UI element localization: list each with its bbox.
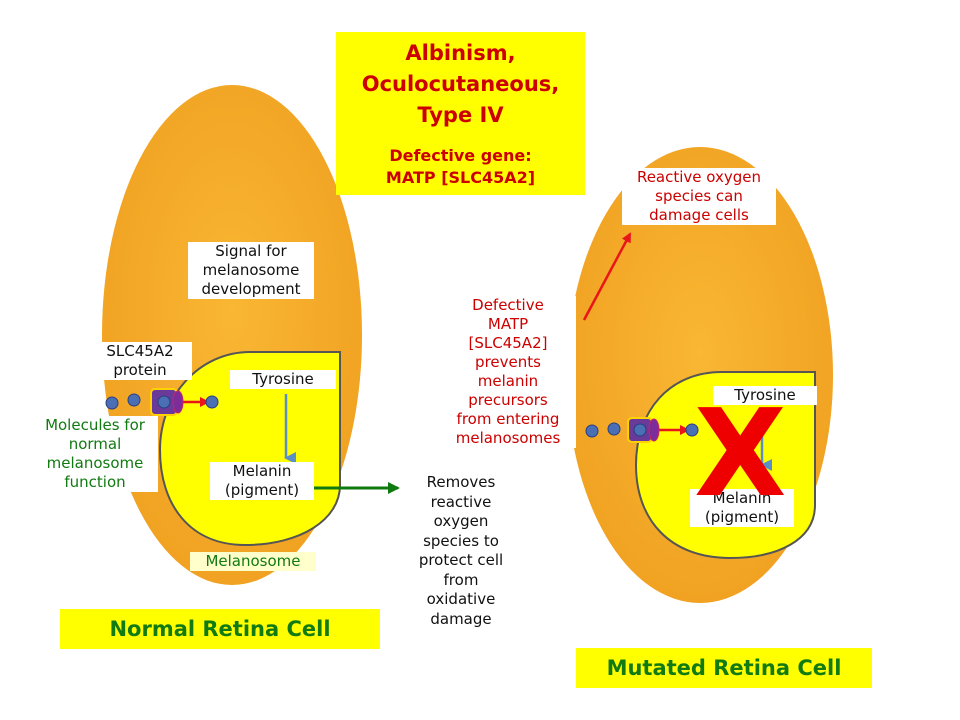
- normal-cell-title: Normal Retina Cell: [60, 609, 380, 649]
- title-line-3: Type IV: [417, 103, 504, 127]
- title-line-2: Oculocutaneous,: [361, 72, 560, 96]
- molecule-icon: [607, 422, 621, 436]
- ros-arrow: [582, 232, 632, 321]
- transporter-channel-icon: [648, 418, 660, 442]
- melanin-label: Melanin (pigment): [210, 462, 314, 500]
- removes-label: Removes reactive oxygen species to prote…: [402, 473, 520, 629]
- tyrosine-label: Tyrosine: [230, 370, 336, 389]
- blocked-x-icon: X: [694, 385, 787, 524]
- mutated-cell-title: Mutated Retina Cell: [576, 648, 872, 688]
- melanosome-label: Melanosome: [190, 552, 316, 571]
- title-line-1: Albinism,: [405, 41, 516, 65]
- molecule-icon: [685, 423, 699, 437]
- molecule-icon: [633, 423, 647, 437]
- molecule-icon: [585, 424, 599, 438]
- title-box: Albinism, Oculocutaneous, Type IV Defect…: [336, 32, 585, 195]
- molecule-icon: [205, 395, 219, 409]
- normal-transporter-group: [105, 388, 219, 416]
- defect-label: Defective MATP [SLC45A2] prevents melani…: [440, 296, 576, 448]
- ros-label: Reactive oxygen species can damage cells: [622, 168, 776, 225]
- gene-name: MATP [SLC45A2]: [385, 168, 536, 187]
- molecule-icon: [105, 396, 119, 410]
- signal-label: Signal for melanosome development: [188, 242, 314, 299]
- molecule-icon: [127, 393, 141, 407]
- gene-label: Defective gene:: [389, 146, 532, 165]
- mutated-transporter-group: [585, 417, 699, 443]
- transporter-channel-icon: [172, 390, 184, 414]
- mutated-tyrosine-label: Tyrosine: [713, 386, 817, 405]
- mutated-melanin-label: Melanin (pigment): [690, 489, 794, 527]
- protein-label: SLC45A2 protein: [88, 342, 192, 380]
- molecule-icon: [157, 395, 171, 409]
- molecules-label: Molecules for normal melanosome function: [32, 416, 158, 492]
